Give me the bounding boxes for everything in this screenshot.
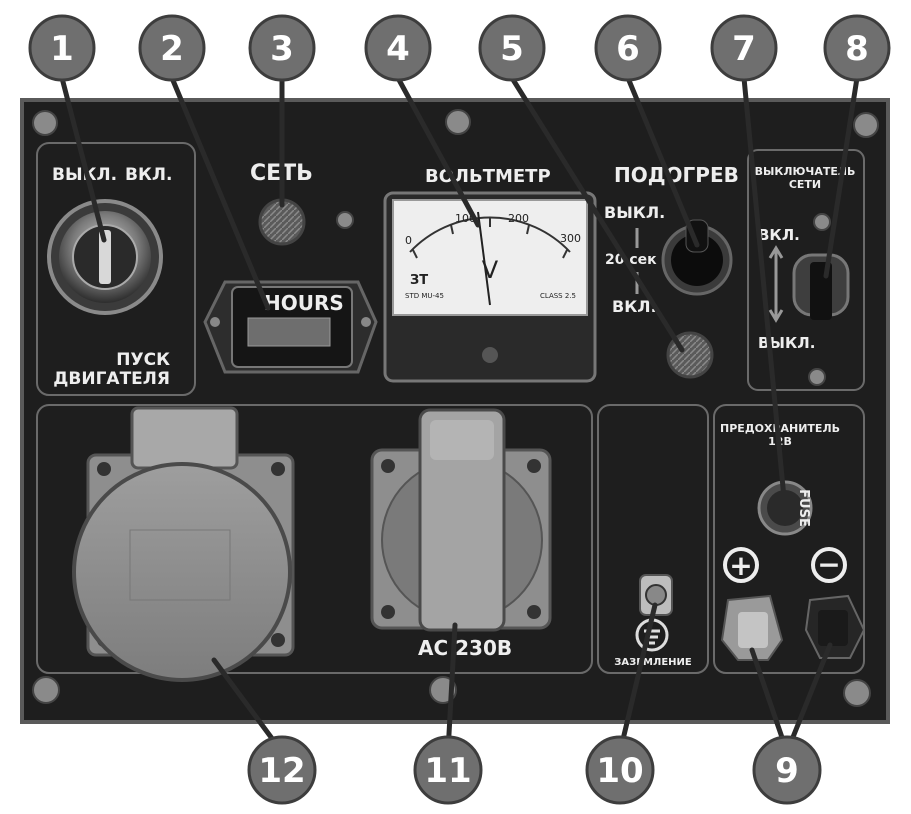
ground-section: [597, 404, 709, 674]
fuse-holder[interactable]: [757, 480, 813, 536]
callout-12: 12: [247, 735, 317, 805]
callout-6: 6: [594, 14, 662, 82]
heater-on-label: ВКЛ.: [612, 297, 657, 316]
hour-meter: [203, 280, 378, 374]
voltmeter-scale-300: 300: [560, 232, 581, 245]
breaker-label-line1: ВЫКЛЮЧАТЕЛЬ: [755, 165, 856, 178]
voltmeter-brand: ЗТ: [410, 273, 428, 288]
dc-section: [713, 404, 865, 674]
start-title-line1: ПУСК: [116, 350, 170, 370]
svg-text:4: 4: [386, 29, 410, 69]
svg-text:6: 6: [616, 29, 640, 69]
minus-symbol-icon: [811, 547, 847, 583]
callout-11: 11: [413, 735, 483, 805]
svg-text:5: 5: [500, 29, 524, 69]
panel-screws: [32, 109, 879, 707]
callout-leaders: [59, 75, 860, 755]
svg-text:10: 10: [596, 751, 643, 791]
start-title-line2: ДВИГАТЕЛЯ: [53, 369, 170, 389]
breaker-label-line2: СЕТИ: [789, 178, 821, 191]
svg-text:7: 7: [732, 29, 756, 69]
voltmeter-label: ВОЛЬТМЕТР: [425, 166, 551, 187]
breaker-section: [747, 149, 865, 391]
callout-8: 8: [823, 14, 891, 82]
fuse-text: FUSE: [796, 489, 811, 527]
callout-2: 2: [138, 14, 206, 82]
breaker-on-label: ВКЛ.: [758, 226, 800, 244]
socket-230v-small[interactable]: [370, 408, 552, 632]
callout-7: 7: [710, 14, 778, 82]
start-on-label: ВКЛ.: [125, 165, 172, 185]
ground-terminal[interactable]: [639, 574, 673, 616]
minus-symbol: −: [817, 548, 840, 581]
callout-10: 10: [585, 735, 655, 805]
heater-label: ПОДОГРЕВ: [614, 163, 739, 187]
heater-off-label: ВЫКЛ.: [604, 203, 665, 222]
plus-symbol-icon: [723, 547, 759, 583]
socket-230v-large[interactable]: [72, 406, 295, 682]
callout-5: 5: [478, 14, 546, 82]
ignition-key-switch[interactable]: [47, 199, 163, 315]
breaker-arrow: [768, 245, 784, 323]
voltmeter-model: STD MU-45: [405, 292, 444, 300]
svg-text:8: 8: [845, 29, 869, 69]
dc-negative-terminal[interactable]: [804, 594, 866, 659]
svg-text:12: 12: [258, 751, 305, 791]
heater-time-label: 20 сек: [605, 252, 657, 268]
fuse-label-line1: ПРЕДОХРАНИТЕЛЬ: [720, 422, 840, 435]
voltmeter-unit: V: [482, 256, 499, 284]
svg-text:11: 11: [424, 751, 471, 791]
voltmeter-class: CLASS 2.5: [540, 292, 576, 300]
voltmeter-needle: [477, 211, 491, 306]
start-section: [36, 142, 196, 396]
svg-text:3: 3: [270, 29, 294, 69]
callout-4: 4: [364, 14, 432, 82]
callout-1: 1: [28, 14, 96, 82]
socket-label: AC 230В: [418, 636, 512, 660]
svg-text:9: 9: [775, 751, 799, 791]
ground-label: ЗАЗЕМЛЕНИЕ: [614, 657, 692, 668]
sockets-section: [36, 404, 593, 674]
voltmeter-scale-0: 0: [405, 234, 412, 247]
breaker-off-label: ВЫКЛ.: [758, 334, 815, 352]
hour-meter-label: HOURS: [264, 291, 344, 315]
start-off-label: ВЫКЛ.: [52, 165, 117, 185]
dc-positive-terminal[interactable]: [720, 594, 784, 661]
callout-3: 3: [248, 14, 316, 82]
breaker-toggle[interactable]: [792, 253, 850, 320]
plus-symbol: +: [729, 549, 752, 582]
svg-text:1: 1: [50, 29, 74, 69]
voltmeter-scale-200: 200: [508, 212, 529, 225]
voltmeter: [383, 191, 597, 383]
heater-rotary-switch[interactable]: [661, 219, 733, 296]
svg-text:2: 2: [160, 29, 184, 69]
callout-9: 9: [752, 735, 822, 805]
